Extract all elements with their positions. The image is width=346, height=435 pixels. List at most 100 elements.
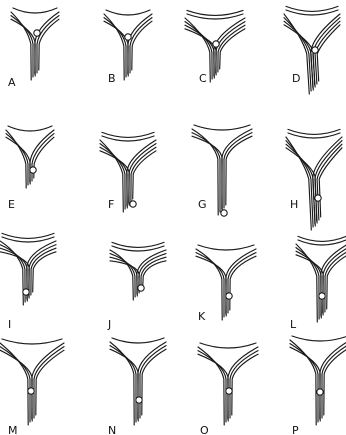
- ridge-line: [298, 236, 346, 241]
- ridge-line: [292, 336, 346, 341]
- panel-label: G: [198, 198, 207, 211]
- ridge-line: [133, 151, 156, 199]
- ridge-line: [110, 254, 135, 297]
- ridge-line: [200, 343, 256, 348]
- panel-label: J: [107, 318, 111, 331]
- panel-label: E: [8, 198, 15, 211]
- ridge-line: [130, 18, 152, 73]
- delta-panel-d: D: [284, 6, 340, 94]
- panel-label: F: [108, 198, 114, 211]
- ridge-line: [2, 339, 62, 344]
- ridge-line: [220, 29, 245, 69]
- delta-panel-h: H: [286, 129, 342, 230]
- ridge-line: [11, 12, 31, 80]
- ridge-line: [322, 344, 346, 418]
- ridge-line: [102, 136, 154, 141]
- delta-core-circle: [213, 41, 219, 47]
- ridge-line: [13, 8, 57, 13]
- panel-label: P: [292, 424, 299, 435]
- delta-panel-b: B: [104, 10, 152, 85]
- ridge-line: [228, 253, 256, 313]
- ridge-line: [230, 351, 258, 418]
- panel-label: K: [198, 310, 206, 323]
- ridge-line: [194, 125, 250, 130]
- delta-core-circle: [138, 285, 144, 291]
- ridge-line: [110, 346, 136, 422]
- ridge-line: [0, 347, 30, 422]
- delta-panel-g: G: [192, 125, 252, 216]
- delta-core-circle: [312, 47, 318, 53]
- delta-panel-i: I: [0, 233, 56, 331]
- delta-core-circle: [130, 201, 136, 207]
- ridge-line: [104, 14, 124, 80]
- ridge-line: [131, 147, 156, 202]
- delta-panel-k: K: [196, 245, 256, 323]
- delta-panel-l: L: [290, 236, 346, 331]
- ridge-line: [112, 246, 164, 251]
- panel-label: L: [290, 318, 297, 331]
- ridge-line: [288, 133, 340, 138]
- delta-core-circle: [226, 388, 232, 394]
- ridge-line: [31, 248, 56, 295]
- ridge-line: [290, 344, 318, 422]
- ridge-line: [104, 18, 126, 77]
- ridge-line: [230, 256, 256, 310]
- ridge-line: [11, 16, 33, 77]
- ridge-line: [2, 233, 54, 238]
- ridge-line: [33, 252, 56, 292]
- delta-core-circle: [319, 293, 325, 299]
- delta-core-circle: [28, 388, 34, 394]
- ridge-line: [226, 136, 252, 205]
- ridge-line: [286, 10, 338, 15]
- delta-panel-j: J: [107, 242, 166, 331]
- ridge-line: [106, 10, 150, 15]
- panel-label: C: [199, 72, 207, 85]
- delta-panel-e: E: [6, 126, 54, 211]
- delta-panel-o: O: [198, 343, 258, 435]
- ridge-line: [112, 338, 164, 343]
- ridge-line: [8, 126, 52, 131]
- delta-core-circle: [136, 397, 142, 403]
- delta-core-circle: [226, 293, 232, 299]
- ridge-line: [187, 10, 243, 15]
- ridge-line: [37, 16, 59, 73]
- delta-core-circle: [317, 389, 323, 395]
- ridge-line: [198, 245, 254, 250]
- ridge-line: [112, 242, 164, 247]
- panel-label: D: [292, 72, 300, 85]
- delta-core-circle: [315, 195, 321, 201]
- panel-label: O: [200, 424, 209, 435]
- ridge-line: [140, 346, 166, 418]
- delta-panel-f: F: [100, 132, 156, 212]
- ridge-line: [102, 132, 154, 137]
- panel-label: N: [108, 424, 116, 435]
- ridge-line: [187, 14, 243, 19]
- ridge-line: [143, 261, 166, 287]
- panel-label: H: [290, 198, 298, 211]
- ridge-line: [319, 148, 342, 217]
- panel-label: B: [108, 72, 116, 85]
- ridge-line: [286, 6, 338, 11]
- ridge-line: [36, 350, 64, 415]
- delta-panel-c: C: [185, 10, 245, 85]
- delta-core-circle: [23, 289, 29, 295]
- ridge-line: [34, 347, 64, 418]
- panel-label: M: [8, 424, 18, 435]
- delta-core-circle: [34, 30, 40, 36]
- ridge-line: [325, 251, 346, 312]
- ridge-line: [142, 349, 166, 415]
- delta-core-circle: [125, 34, 131, 40]
- delta-panel-a: A: [8, 8, 59, 89]
- ridge-line: [298, 240, 346, 245]
- delta-panel-m: M: [0, 339, 64, 435]
- ridge-line: [327, 255, 346, 309]
- panel-label: I: [8, 318, 11, 331]
- ridge-line: [0, 343, 28, 425]
- delta-core-circle: [30, 167, 36, 173]
- panel-label: A: [8, 76, 16, 89]
- delta-core-circle: [221, 210, 227, 216]
- delta-panel-n: N: [108, 338, 166, 435]
- ridge-line: [2, 237, 54, 242]
- ridge-line: [288, 129, 340, 134]
